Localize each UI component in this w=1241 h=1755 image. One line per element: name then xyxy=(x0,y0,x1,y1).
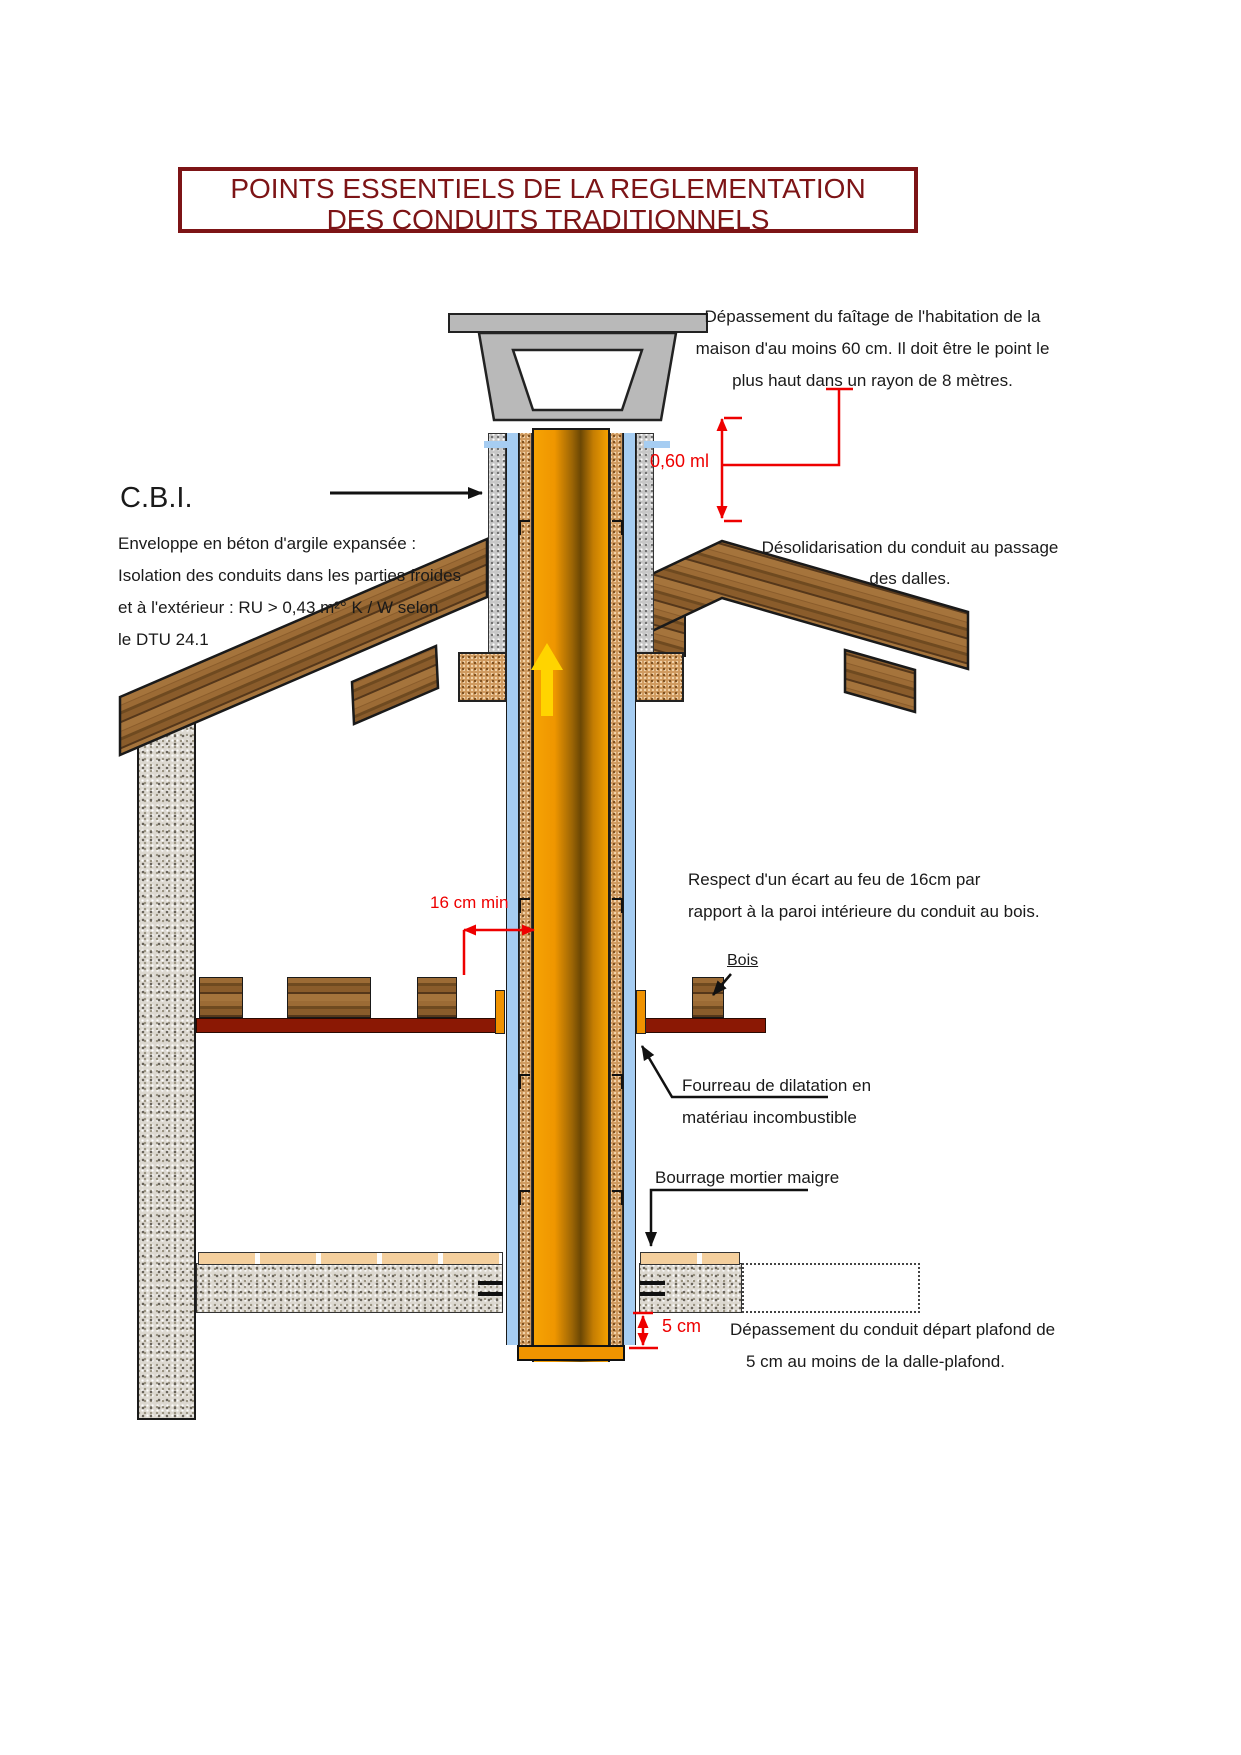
page-title-line1: POINTS ESSENTIELS DE LA REGLEMENTATION xyxy=(230,173,866,204)
note-faitage-line1: Dépassement du faîtage de l'habitation d… xyxy=(704,307,1041,326)
flue-joint-mark xyxy=(519,1074,530,1089)
roof-collar-right xyxy=(635,652,684,702)
note-desolidarisation-line1: Désolidarisation du conduit au passage xyxy=(761,538,1059,557)
flue-joint-mark xyxy=(612,520,623,535)
dilatation-sleeve-left xyxy=(495,990,505,1034)
flow-up-arrow-icon xyxy=(531,643,563,670)
air-gap-right xyxy=(623,433,636,1345)
conduit-wall-left xyxy=(519,433,532,1345)
floor-joist xyxy=(417,977,457,1018)
note-depassement-line1: Dépassement du conduit départ plafond de xyxy=(730,1320,1056,1339)
cap-hood-opening xyxy=(511,348,644,412)
dim-060-label: 0,60 ml xyxy=(650,451,710,471)
left-wall xyxy=(137,722,196,1420)
flue-bottom-socket xyxy=(517,1345,625,1361)
envelope-tie-right xyxy=(644,441,670,448)
flue-joint-mark xyxy=(519,898,530,913)
flue-joint-mark xyxy=(612,898,623,913)
roof-post-right-of-chimney xyxy=(652,599,686,657)
note-ecart-feu: Respect d'un écart au feu de 16cm par ra… xyxy=(688,864,1048,928)
rebar-mark xyxy=(640,1292,665,1296)
note-desolidarisation-line2: des dalles. xyxy=(869,569,951,588)
note-cbi-line3: et à l'extérieur : RU > 0,43 m²° K / W s… xyxy=(118,598,439,617)
note-bourrage: Bourrage mortier maigre xyxy=(655,1168,840,1187)
dim-16cm-label: 16 cm min xyxy=(430,893,509,912)
dim-060-ticks xyxy=(724,416,742,523)
dim-060-reference xyxy=(723,387,853,467)
flue-duct xyxy=(532,428,610,1362)
cbi-envelope-right xyxy=(636,433,654,660)
note-faitage-line3: plus haut dans un rayon de 8 mètres. xyxy=(732,371,1013,390)
floor-joist-bois xyxy=(692,977,724,1018)
rafter-block-right xyxy=(843,648,917,714)
note-ecart-line2: rapport à la paroi intérieure du conduit… xyxy=(688,902,1040,921)
roof-collar-left xyxy=(458,652,507,702)
ceiling-slab-left xyxy=(196,1263,503,1313)
flow-up-arrow-shaft xyxy=(541,668,553,716)
note-fourreau-line1: Fourreau de dilatation en xyxy=(682,1076,872,1095)
floor-beam-right xyxy=(644,1018,766,1033)
note-ecart-line1: Respect d'un écart au feu de 16cm par xyxy=(688,870,981,889)
flue-joint-mark xyxy=(519,1190,530,1205)
air-gap-left xyxy=(506,433,519,1345)
dilatation-sleeve-right xyxy=(636,990,646,1034)
cbi-label: C.B.I. xyxy=(120,482,193,514)
note-fourreau-line2: matériau incombustible xyxy=(682,1108,857,1127)
note-depassement-plafond: Dépassement du conduit départ plafond de… xyxy=(730,1314,1070,1378)
note-fourreau: Fourreau de dilatation en matériau incom… xyxy=(682,1070,942,1134)
page-title: POINTS ESSENTIELS DE LA REGLEMENTATION D… xyxy=(178,167,918,235)
note-cbi: Enveloppe en béton d'argile expansée : I… xyxy=(118,528,498,656)
flue-joint-mark xyxy=(612,1074,623,1089)
cbi-envelope-left xyxy=(488,433,506,660)
envelope-tie-left xyxy=(484,441,510,448)
note-depassement-line2: 5 cm au moins de la dalle-plafond. xyxy=(746,1352,1005,1371)
ceiling-slab-right xyxy=(639,1263,742,1313)
note-cbi-line1: Enveloppe en béton d'argile expansée : xyxy=(118,534,417,553)
slab-block-course-right xyxy=(640,1252,740,1265)
note-cbi-line2: Isolation des conduits dans les parties … xyxy=(118,566,462,585)
flue-joint-mark xyxy=(612,1190,623,1205)
floor-beam-left xyxy=(196,1018,498,1033)
floor-joist xyxy=(199,977,243,1018)
rafter-block-left xyxy=(350,644,440,726)
bourrage-leader xyxy=(645,1188,808,1247)
note-desolidarisation: Désolidarisation du conduit au passage d… xyxy=(735,532,1085,594)
floor-joist xyxy=(287,977,371,1018)
slab-block-course-left xyxy=(198,1252,503,1265)
note-faitage-line2: maison d'au moins 60 cm. Il doit être le… xyxy=(695,339,1050,358)
conduit-wall-right xyxy=(610,433,623,1345)
rebar-mark xyxy=(478,1292,503,1296)
note-faitage: Dépassement du faîtage de l'habitation d… xyxy=(640,301,1105,397)
rebar-mark xyxy=(640,1281,665,1285)
dim-5cm-label: 5 cm xyxy=(662,1316,702,1336)
page-title-line2: DES CONDUITS TRADITIONNELS xyxy=(326,204,770,235)
note-cbi-line4: le DTU 24.1 xyxy=(118,630,209,649)
slab-extent-dotted xyxy=(742,1263,920,1313)
rebar-mark xyxy=(478,1281,503,1285)
bois-label: Bois xyxy=(727,952,759,969)
flue-joint-mark xyxy=(519,520,530,535)
